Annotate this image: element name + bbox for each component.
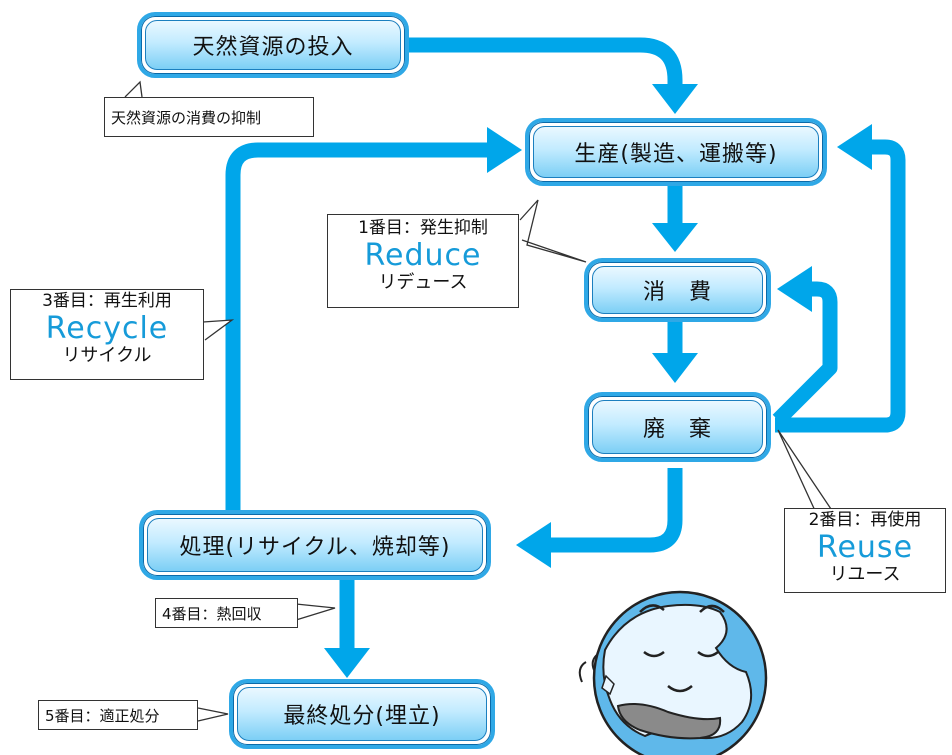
callout-reuse-kana: リユース [829, 564, 901, 586]
callout-recycle-kana: リサイクル [62, 345, 152, 367]
label-thermal-recovery: 4番目：熱回収 [155, 598, 298, 628]
callout-reduce-kana: リデュース [378, 272, 468, 294]
leader-recycle [202, 319, 235, 341]
node-resource-input-label: 天然資源の投入 [145, 20, 401, 70]
arrow-input-to-production [405, 37, 683, 88]
node-disposal: 廃 棄 [584, 392, 771, 462]
node-treatment: 処理(リサイクル、焼却等) [139, 510, 491, 580]
arrow-reuse-inner-loop [772, 281, 838, 426]
node-final-disposal: 最終処分(埋立) [229, 679, 495, 749]
node-treatment-label: 処理(リサイクル、焼却等) [147, 518, 483, 572]
arrow-recycle-loop-head [487, 127, 522, 173]
label-resource-suppression: 天然資源の消費の抑制 [104, 97, 314, 137]
arrow-reuse-outer-loop [775, 139, 906, 433]
leader-suppress [124, 80, 143, 98]
arrow-disposal-to-treatment [548, 468, 683, 553]
callout-reduce-word: Reduce [364, 237, 482, 273]
callout-reuse-title: 2番目：再使用 [808, 510, 922, 530]
leader-reuse [777, 429, 836, 516]
arrow-production-to-consumption-head [652, 223, 698, 252]
leader-proper [197, 707, 229, 722]
arrow-recycle-loop [225, 142, 490, 515]
node-consumption: 消 費 [584, 258, 771, 322]
arrow-disposal-to-treatment-head [516, 522, 551, 568]
node-final-disposal-label: 最終処分(埋立) [237, 687, 487, 741]
leader-thermal [295, 603, 336, 621]
arrow-consumption-to-disposal-head [652, 353, 698, 383]
arrow-reuse-outer-loop-head [837, 124, 872, 170]
earth-character-illustration [578, 590, 768, 755]
label-proper-disposal: 5番目：適正処分 [38, 700, 198, 730]
arrow-treatment-to-final-head [324, 648, 370, 678]
callout-recycle-word: Recycle [45, 310, 169, 346]
node-resource-input: 天然資源の投入 [137, 12, 409, 78]
node-production: 生産(製造、運搬等) [525, 118, 827, 186]
callout-reuse: 2番目：再使用 Reuse リユース [784, 508, 946, 593]
callout-recycle: 3番目：再生利用 Recycle リサイクル [10, 289, 204, 380]
arrow-reuse-inner-loop-head [777, 266, 812, 312]
callout-reduce-title: 1番目：発生抑制 [358, 218, 488, 238]
leader-reduce [519, 199, 587, 263]
arrow-input-to-production-head [652, 84, 698, 114]
node-disposal-label: 廃 棄 [592, 400, 763, 454]
node-production-label: 生産(製造、運搬等) [533, 126, 819, 178]
callout-reuse-word: Reuse [816, 529, 914, 565]
callout-reduce: 1番目：発生抑制 Reduce リデュース [327, 214, 519, 308]
node-consumption-label: 消 費 [592, 266, 763, 314]
callout-recycle-title: 3番目：再生利用 [42, 291, 172, 311]
